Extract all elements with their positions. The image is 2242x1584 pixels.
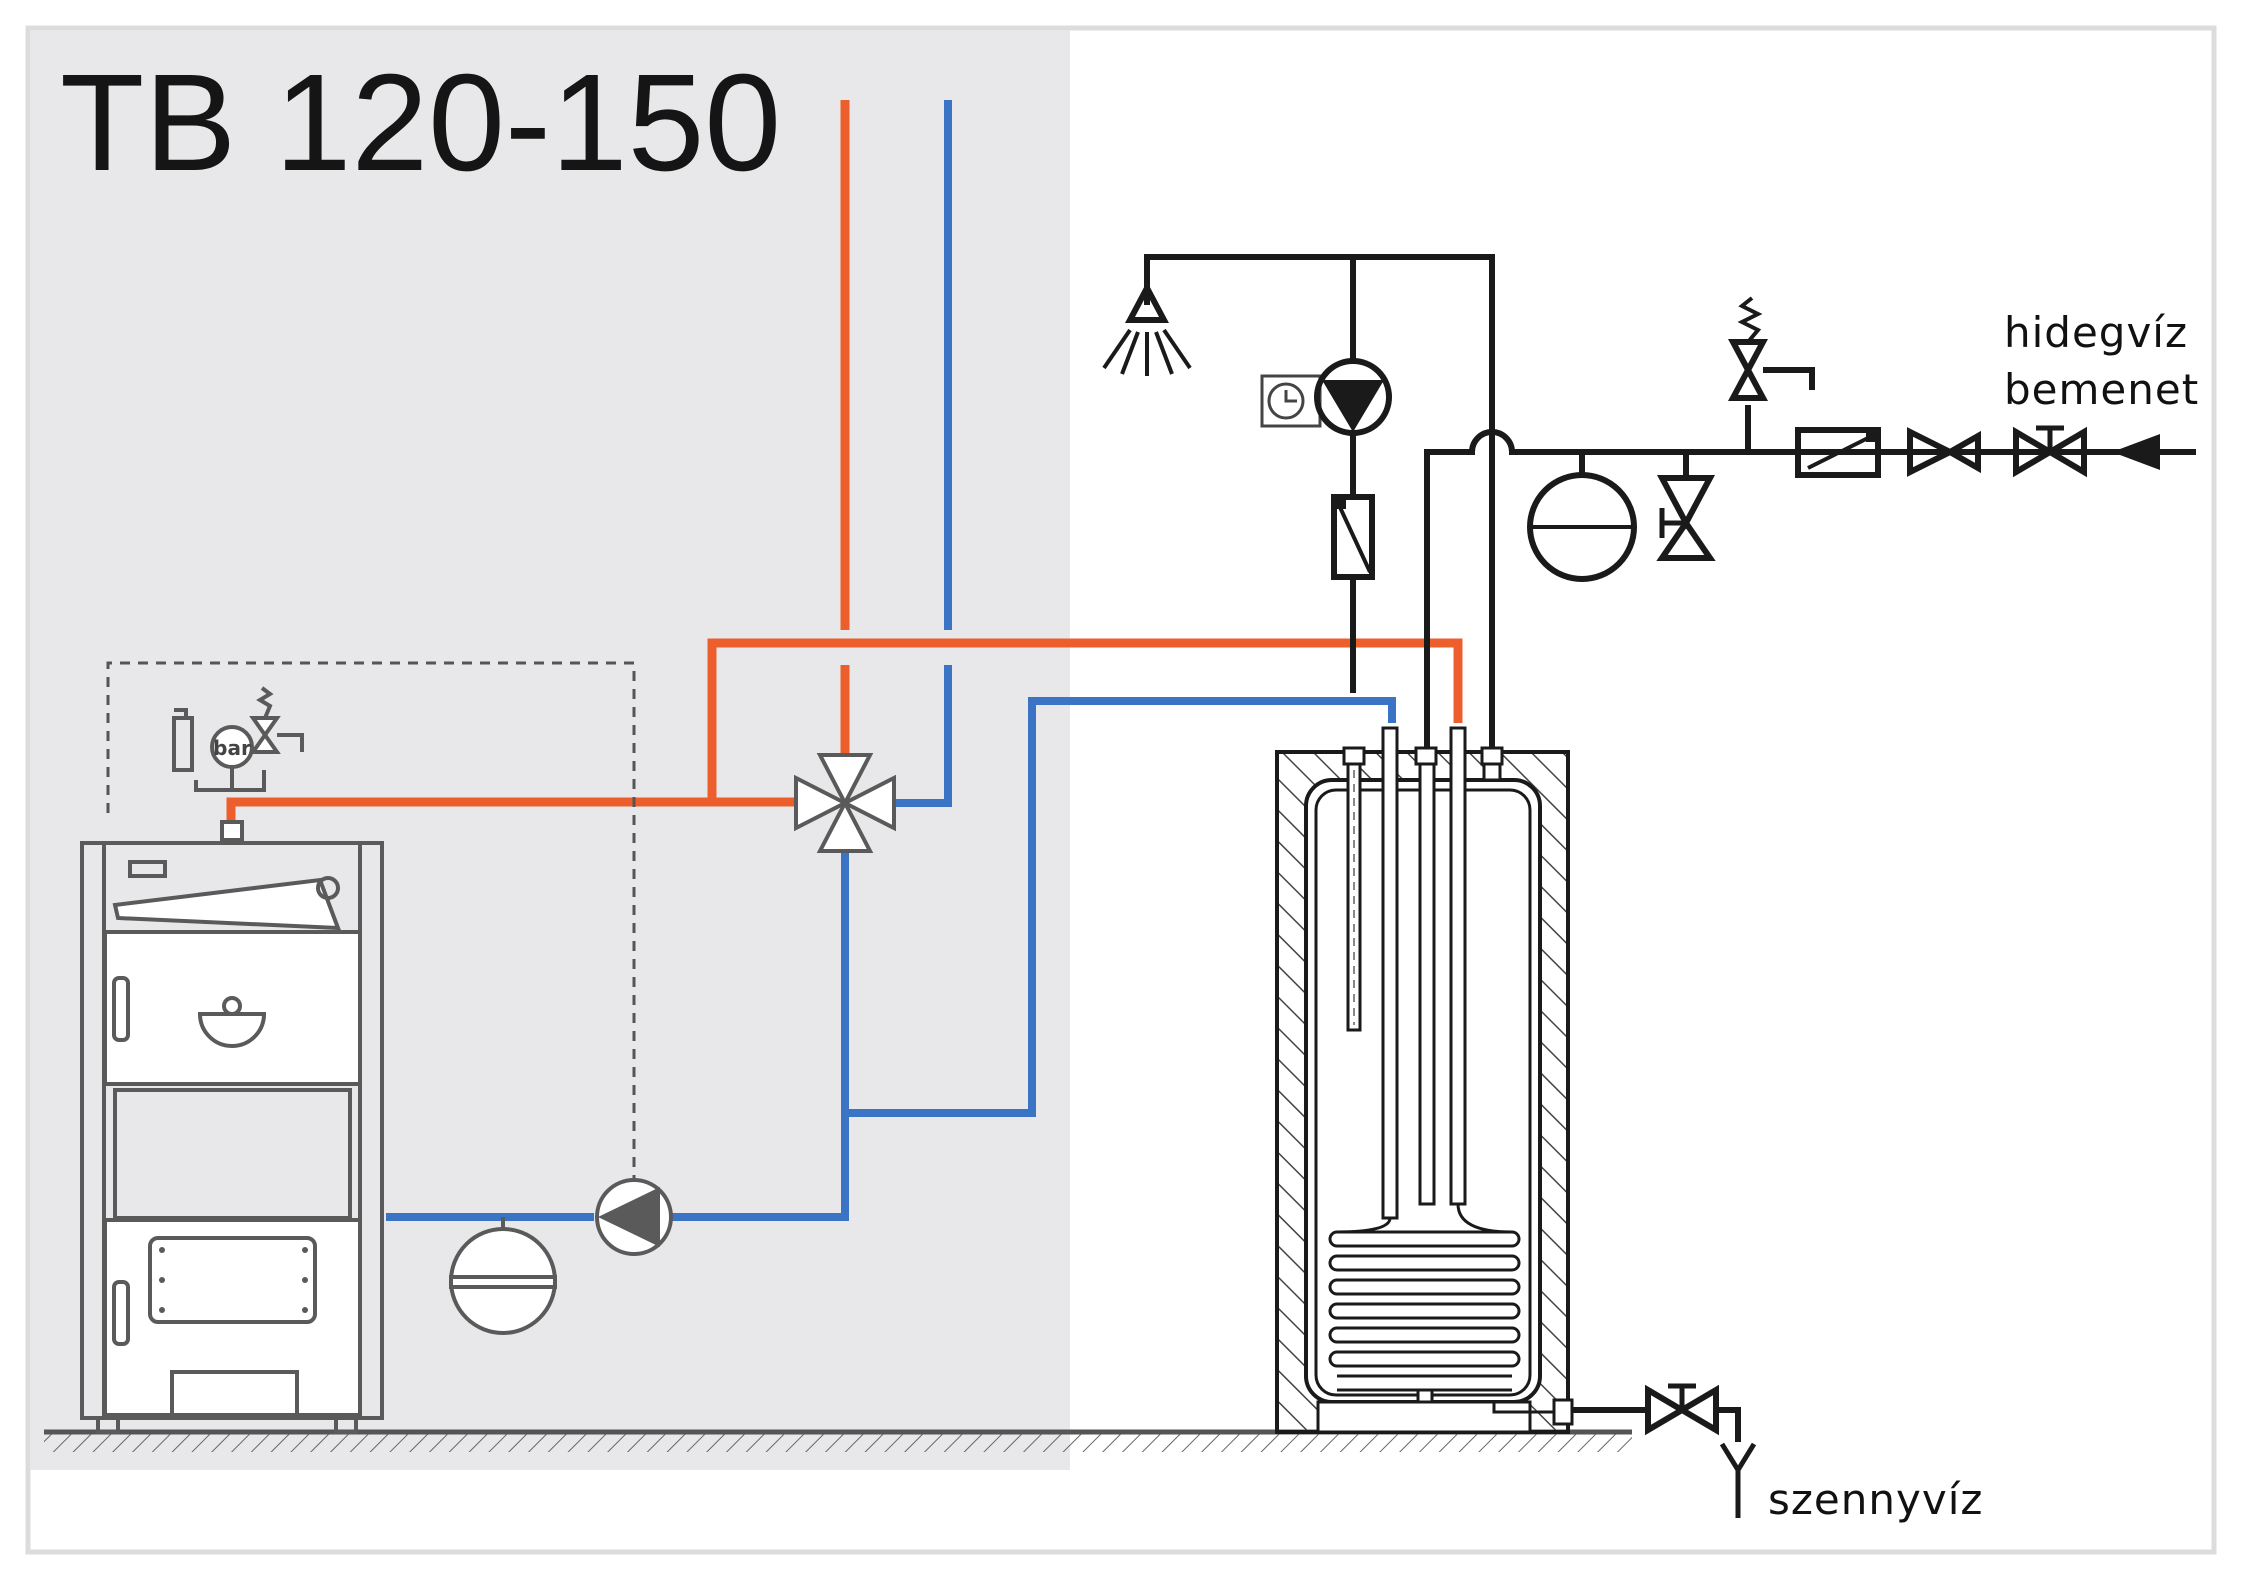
heating-flow-pipes — [226, 100, 1463, 822]
mixing-valve-icon — [794, 753, 896, 853]
cold-water-inlet-label-line1: hidegvíz — [2004, 308, 2188, 357]
safety-valve-icon — [249, 716, 281, 754]
dhw-pipes — [1144, 254, 2196, 765]
pressure-gauge-label: bar — [213, 736, 251, 760]
boiler-safety-group: bar — [172, 686, 304, 842]
drain-circuit — [1572, 1383, 1757, 1518]
shower-head-icon — [1102, 281, 1192, 376]
pressure-reducer-icon — [1795, 427, 1881, 478]
inlet-arrow-icon — [2112, 434, 2160, 470]
cold-water-inlet-label-line2: bemenet — [2004, 365, 2199, 414]
diagram-title: TB 120-150 — [60, 46, 781, 200]
circulation-pump-icon — [595, 1178, 673, 1256]
control-line — [106, 661, 636, 1178]
inlet-shutoff-valve-icon — [2013, 425, 2087, 478]
dhw-expansion-vessel-icon — [1527, 472, 1637, 582]
inlet-check-valve-icon — [1907, 427, 1981, 477]
dhw-safety-valve-icon — [1727, 296, 1815, 401]
water-heater-tank-icon — [1275, 726, 1574, 1434]
dhw-pump-icon — [1314, 358, 1392, 436]
check-valve-icon — [1331, 494, 1375, 580]
heating-return-pipes — [386, 100, 1396, 1221]
shutoff-valve-vertical-icon — [1656, 475, 1716, 561]
drain-funnel-icon — [1719, 1442, 1757, 1518]
timer-clock-icon — [1260, 374, 1322, 428]
expansion-vessel-icon — [449, 1217, 557, 1335]
boiler-icon — [80, 841, 384, 1434]
floor-line — [44, 1429, 1632, 1452]
waste-water-label: szennyvíz — [1768, 1475, 1983, 1524]
